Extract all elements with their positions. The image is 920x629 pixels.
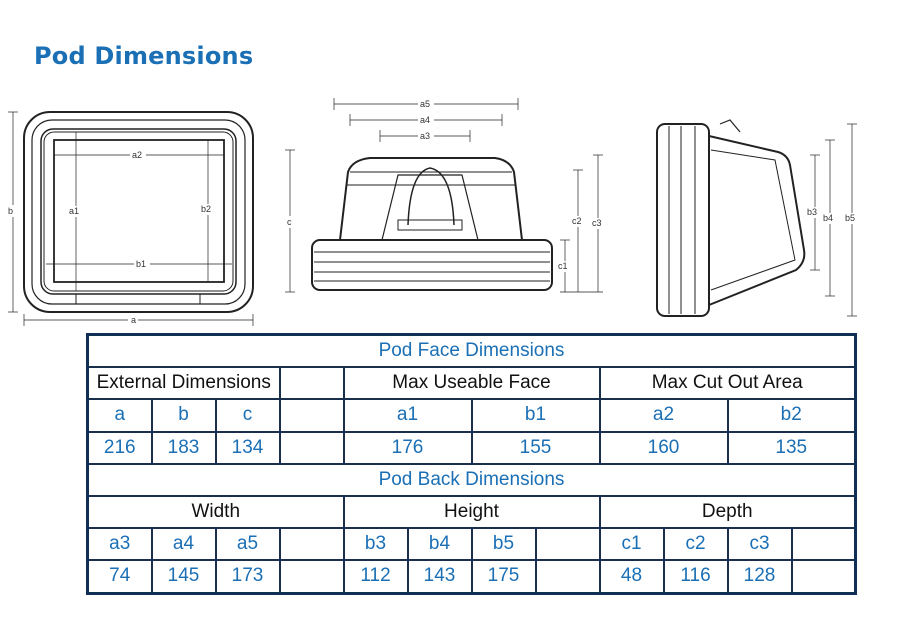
group-height: Height [342, 494, 601, 530]
label-b5: b5 [845, 213, 855, 223]
label-cell-a: a [86, 398, 153, 433]
group-depth: Depth [598, 494, 857, 530]
empty-cell [278, 430, 345, 465]
value-cell-a4: 145 [150, 559, 217, 594]
label-a2: a2 [132, 150, 142, 160]
label-cell-c1: c1 [598, 527, 665, 562]
label-a5: a5 [420, 99, 430, 109]
label-cell-c2: c2 [662, 527, 729, 562]
value-cell-c: 134 [214, 430, 281, 465]
side-view-labels: b3 b4 b5 [806, 207, 860, 224]
front-view-labels: a b a2 b1 a1 b2 [7, 150, 216, 325]
face-table-title: Pod Face Dimensions [86, 333, 857, 369]
label-cell-a3: a3 [86, 527, 153, 562]
label-b3: b3 [807, 207, 817, 217]
empty-cell [278, 366, 345, 401]
label-b1: b1 [136, 259, 146, 269]
label-a: a [131, 315, 136, 325]
side-view-drawing [656, 119, 857, 317]
label-a1: a1 [69, 206, 79, 216]
group-width: Width [86, 494, 345, 530]
empty-cell [534, 559, 601, 594]
group-external-dimensions: External Dimensions [86, 366, 281, 401]
value-cell-a1: 176 [342, 430, 473, 465]
value-cell-b: 183 [150, 430, 217, 465]
top-view-labels: a5 a4 a3 c c2 c3 c1 [284, 99, 607, 272]
label-c2: c2 [572, 216, 582, 226]
group-max-useable-face: Max Useable Face [342, 366, 601, 401]
value-cell-a3: 74 [86, 559, 153, 594]
empty-cell [278, 398, 345, 433]
empty-cell [790, 527, 857, 562]
value-cell-b5: 175 [470, 559, 537, 594]
value-cell-a: 216 [86, 430, 153, 465]
front-view-drawing [8, 111, 254, 326]
label-cell-b1: b1 [470, 398, 601, 433]
empty-cell [278, 527, 345, 562]
value-cell-b3: 112 [342, 559, 409, 594]
label-b2: b2 [201, 204, 211, 214]
label-c3: c3 [592, 218, 602, 228]
label-cell-a4: a4 [150, 527, 217, 562]
label-cell-a5: a5 [214, 527, 281, 562]
label-cell-b5: b5 [470, 527, 537, 562]
label-cell-b3: b3 [342, 527, 409, 562]
value-cell-c3: 128 [726, 559, 793, 594]
label-c: c [287, 217, 292, 227]
label-cell-b2: b2 [726, 398, 857, 433]
empty-cell [278, 559, 345, 594]
label-cell-b4: b4 [406, 527, 473, 562]
label-b4: b4 [823, 213, 833, 223]
empty-cell [534, 527, 601, 562]
value-cell-b1: 155 [470, 430, 601, 465]
value-cell-b4: 143 [406, 559, 473, 594]
page-title: Pod Dimensions [34, 42, 254, 70]
label-cell-a2: a2 [598, 398, 729, 433]
label-a4: a4 [420, 115, 430, 125]
value-cell-c1: 48 [598, 559, 665, 594]
value-cell-c2: 116 [662, 559, 729, 594]
label-cell-a1: a1 [342, 398, 473, 433]
empty-cell [790, 559, 857, 594]
label-c1: c1 [558, 261, 568, 271]
top-view-drawing [285, 98, 603, 293]
label-b: b [8, 206, 13, 216]
label-cell-c: c [214, 398, 281, 433]
group-max-cut-out-area: Max Cut Out Area [598, 366, 857, 401]
label-a3: a3 [420, 131, 430, 141]
value-cell-b2: 135 [726, 430, 857, 465]
label-cell-c3: c3 [726, 527, 793, 562]
dimensions-table: Pod Face Dimensions External Dimensions … [86, 333, 857, 595]
back-table-title: Pod Back Dimensions [86, 462, 857, 497]
value-cell-a5: 173 [214, 559, 281, 594]
pod-technical-drawings: a b a2 b1 a1 b2 [7, 98, 860, 326]
label-cell-b: b [150, 398, 217, 433]
value-cell-a2: 160 [598, 430, 729, 465]
